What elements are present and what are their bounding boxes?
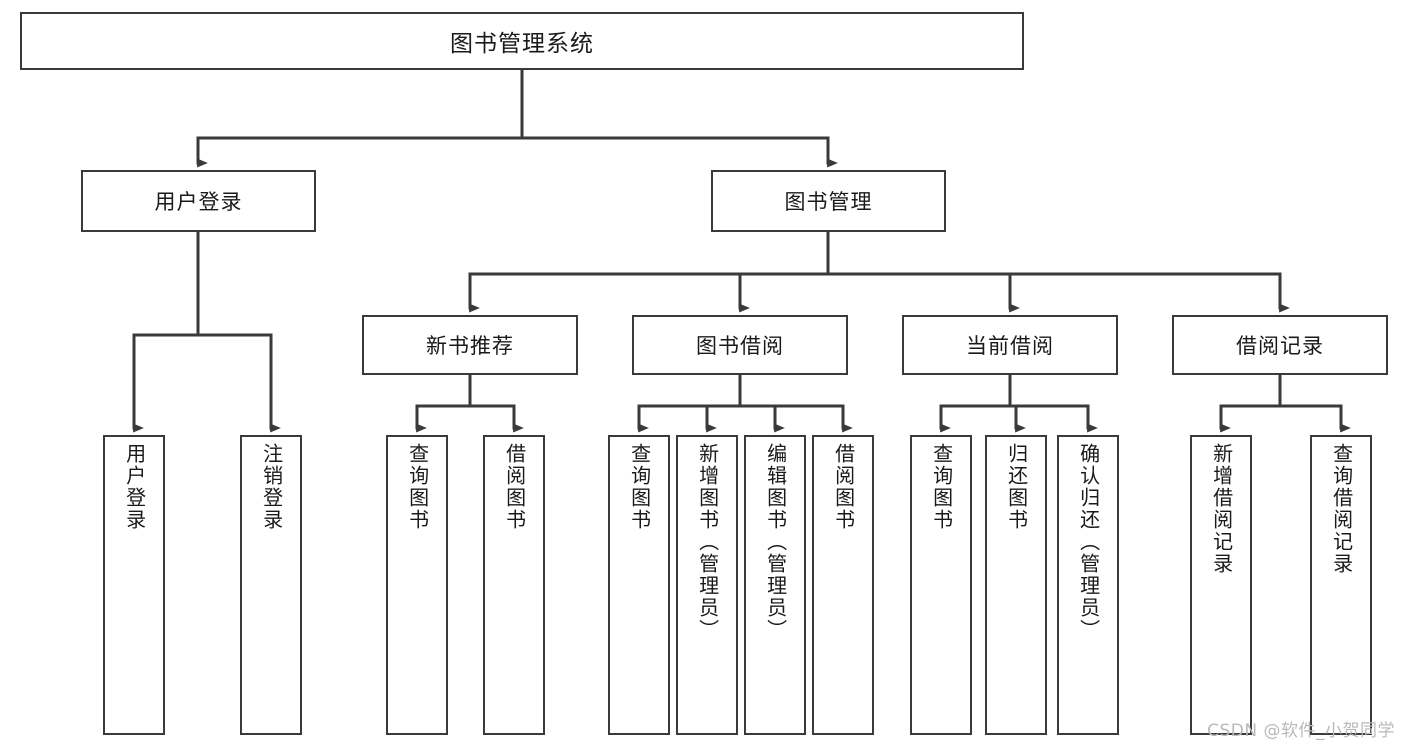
node-leaf-query-book-recommend[interactable]: 查询图书 — [386, 435, 448, 735]
node-user-login-label: 用户登录 — [154, 190, 243, 214]
node-book-manage[interactable]: 图书管理 — [711, 170, 946, 232]
node-book-manage-label: 图书管理 — [784, 190, 873, 214]
watermark-text: CSDN @软件_小贺同学 — [1207, 721, 1395, 741]
node-leaf-query-book-current[interactable]: 查询图书 — [910, 435, 972, 735]
node-leaf-confirm-return-label: 确认归还（管理员） — [1076, 443, 1101, 641]
node-leaf-user-login[interactable]: 用户登录 — [103, 435, 165, 735]
node-leaf-confirm-return[interactable]: 确认归还（管理员） — [1057, 435, 1119, 735]
node-leaf-borrow-book[interactable]: 借阅图书 — [812, 435, 874, 735]
node-new-book-recommend-label: 新书推荐 — [426, 334, 514, 358]
node-leaf-query-book-borrow[interactable]: 查询图书 — [608, 435, 670, 735]
node-leaf-add-borrow-record-label: 新增借阅记录 — [1209, 443, 1234, 575]
node-root-system[interactable]: 图书管理系统 — [20, 12, 1024, 70]
node-leaf-user-login-label: 用户登录 — [122, 443, 147, 531]
node-leaf-query-book-current-label: 查询图书 — [929, 443, 954, 531]
node-leaf-borrow-book-recommend-label: 借阅图书 — [502, 443, 527, 531]
node-current-borrow-label: 当前借阅 — [966, 334, 1054, 358]
node-leaf-query-book-recommend-label: 查询图书 — [405, 443, 430, 531]
node-leaf-edit-book-label: 编辑图书（管理员） — [763, 443, 788, 641]
node-book-borrow[interactable]: 图书借阅 — [632, 315, 848, 375]
node-leaf-borrow-book-recommend[interactable]: 借阅图书 — [483, 435, 545, 735]
node-leaf-logout-label: 注销登录 — [259, 443, 284, 531]
node-new-book-recommend[interactable]: 新书推荐 — [362, 315, 578, 375]
node-current-borrow[interactable]: 当前借阅 — [902, 315, 1118, 375]
node-user-login[interactable]: 用户登录 — [81, 170, 316, 232]
node-leaf-add-borrow-record[interactable]: 新增借阅记录 — [1190, 435, 1252, 735]
node-leaf-edit-book[interactable]: 编辑图书（管理员） — [744, 435, 806, 735]
node-borrow-record[interactable]: 借阅记录 — [1172, 315, 1388, 375]
node-borrow-record-label: 借阅记录 — [1236, 334, 1324, 358]
node-leaf-logout[interactable]: 注销登录 — [240, 435, 302, 735]
node-book-borrow-label: 图书借阅 — [696, 334, 784, 358]
node-leaf-borrow-book-label: 借阅图书 — [831, 443, 856, 531]
node-leaf-query-borrow-record-label: 查询借阅记录 — [1329, 443, 1354, 575]
node-leaf-query-borrow-record[interactable]: 查询借阅记录 — [1310, 435, 1372, 735]
node-leaf-return-book-label: 归还图书 — [1004, 443, 1029, 531]
node-root-label: 图书管理系统 — [450, 31, 594, 57]
node-leaf-query-book-borrow-label: 查询图书 — [627, 443, 652, 531]
node-leaf-return-book[interactable]: 归还图书 — [985, 435, 1047, 735]
node-leaf-add-book-label: 新增图书（管理员） — [695, 443, 720, 641]
node-leaf-add-book[interactable]: 新增图书（管理员） — [676, 435, 738, 735]
